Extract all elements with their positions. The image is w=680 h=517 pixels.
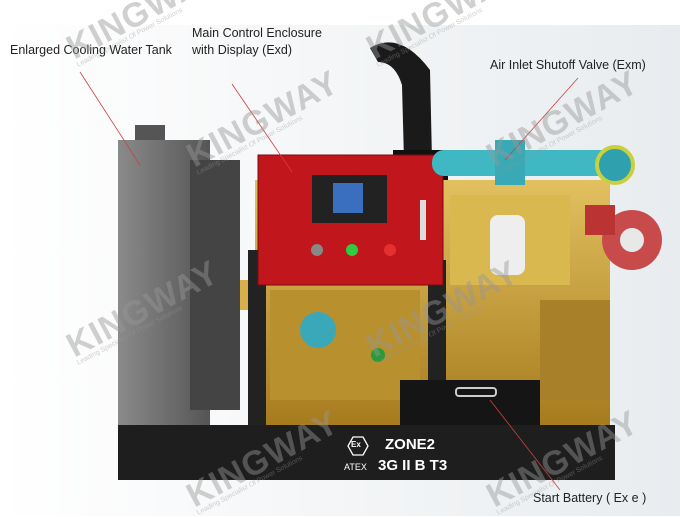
label-air-valve: Air Inlet Shutoff Valve (Exm) bbox=[490, 58, 646, 72]
label-enclosure-line1: Main Control Enclosure bbox=[192, 26, 322, 40]
label-cooling-tank: Enlarged Cooling Water Tank bbox=[10, 43, 172, 57]
main-control-enclosure bbox=[257, 154, 444, 286]
label-start-battery: Start Battery ( Ex e ) bbox=[533, 491, 647, 505]
base-skid bbox=[118, 425, 615, 480]
battery-handle bbox=[455, 387, 497, 397]
leader-line-battery bbox=[489, 399, 561, 491]
atex-label: ATEX bbox=[344, 462, 367, 472]
cooling-water-tank bbox=[118, 125, 240, 470]
air-inlet-shutoff-valve bbox=[432, 140, 635, 185]
ex-mark-icon bbox=[347, 436, 369, 456]
ex-mark: Ex bbox=[351, 440, 361, 449]
leader-line-enclosure bbox=[231, 83, 293, 173]
label-enclosure-line2: with Display (Exd) bbox=[192, 43, 293, 57]
frame-post bbox=[248, 250, 266, 430]
atex-rating: 3G II B T3 bbox=[378, 457, 448, 474]
zone-label: ZONE2 bbox=[385, 436, 436, 453]
turbocharger bbox=[585, 205, 662, 270]
leader-line-valve bbox=[504, 77, 579, 161]
leader-line-tank bbox=[79, 71, 141, 166]
